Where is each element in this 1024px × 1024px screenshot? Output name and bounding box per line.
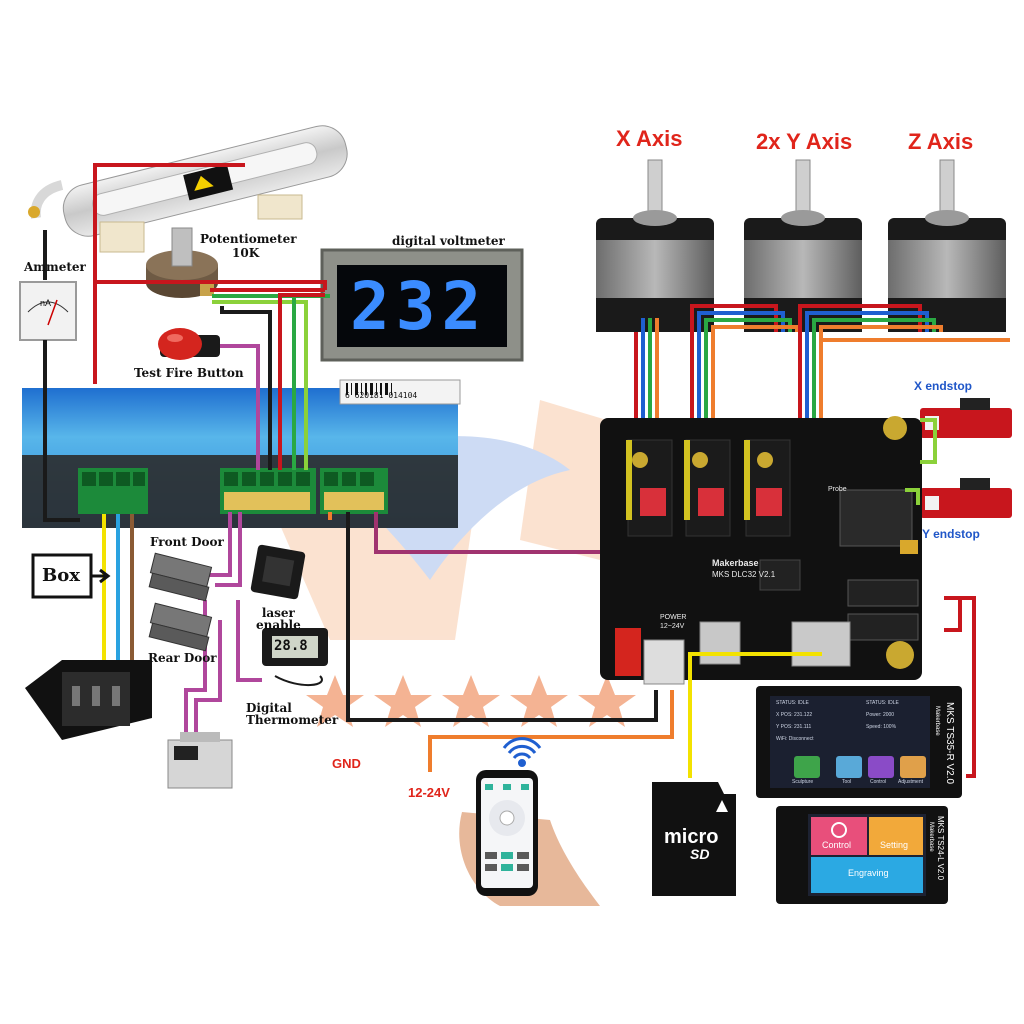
board-power-range: 12~24V: [660, 623, 685, 630]
test-fire-button-label: Test Fire Button: [134, 366, 244, 380]
ts24-button-setting[interactable]: Setting: [880, 840, 909, 850]
ts35-button-control[interactable]: Control: [870, 779, 887, 785]
wires: [43, 163, 1010, 778]
gnd-label: GND: [332, 756, 361, 771]
digital-thermometer-label: Digital Thermometer: [246, 701, 339, 727]
potentiometer-label: Potentiometer: [200, 232, 297, 246]
mks-dlc32-board: [600, 416, 922, 685]
box-frame: [31, 553, 93, 599]
mks-ts24-display: [776, 806, 948, 904]
ts35-speed: Speed: 100%: [866, 724, 897, 730]
digital-voltmeter-label: digital voltmeter: [392, 234, 505, 248]
ts24-button-control[interactable]: Control: [822, 840, 852, 850]
laser-enable-switch: [250, 544, 306, 600]
microsd-label: micro: [664, 826, 719, 848]
psu-terminal-control: [220, 468, 316, 514]
laser-tube: [28, 125, 348, 253]
voltmeter-reading: 232: [350, 268, 488, 345]
front-door-switch: [148, 552, 213, 602]
smartphone: [459, 770, 600, 906]
ts35-status-left: STATUS: IDLE: [776, 700, 809, 706]
ts35-power: Power: 2000: [866, 712, 895, 718]
iec-power-inlet: [25, 660, 152, 740]
ammeter-label: Ammeter: [24, 260, 86, 274]
test-fire-button-image: [158, 328, 220, 360]
microsd-card: [652, 782, 736, 896]
ts35-status-right: STATUS: IDLE: [866, 700, 899, 706]
laser-power-supply: [22, 379, 461, 528]
ts35-button-sculpture[interactable]: Sculpture: [792, 779, 814, 785]
ts35-wifi: WiFi: Disconnect: [776, 736, 814, 742]
board-power-label: POWER: [660, 614, 687, 621]
board-model: MKS DLC32 V2.1: [712, 570, 776, 579]
front-door-label: Front Door: [150, 535, 224, 549]
digital-voltmeter-image: [320, 248, 524, 362]
ts35-brand: Makerbase: [934, 706, 940, 736]
ammeter-unit: nA: [40, 298, 52, 308]
ammeter-image: [19, 281, 77, 341]
psu-terminal-signal: [320, 468, 388, 514]
digital-thermometer: [262, 628, 328, 687]
ts35-button-adjustment[interactable]: Adjustment: [898, 779, 924, 785]
microsd-sub-label: SD: [690, 846, 710, 862]
z-axis-label: Z Axis: [908, 129, 974, 154]
ts35-y-pos: Y POS: 231.111: [776, 724, 812, 730]
rear-door-label: Rear Door: [148, 651, 217, 665]
stepper-motor-y: [744, 159, 862, 332]
ts35-model: MKS TS35-R V2.0: [944, 702, 955, 785]
y-endstop-board: [920, 478, 1012, 518]
y-axis-label: 2x Y Axis: [756, 129, 853, 154]
watermark-stars: [306, 675, 636, 727]
ts35-button-tool[interactable]: Tool: [842, 779, 852, 785]
potentiometer-value: 10K: [232, 246, 260, 260]
water-chiller: [167, 732, 233, 789]
stepper-motor-z: [888, 159, 1006, 332]
thermometer-reading: 28.8: [274, 638, 308, 654]
supply-voltage-label: 12-24V: [408, 785, 450, 800]
barcode-text: 6 620181 014104: [345, 391, 418, 400]
y-endstop-label: Y endstop: [922, 527, 980, 541]
stepper-motor-x: [596, 159, 714, 332]
laser-enable-label: laser enable: [256, 606, 301, 632]
board-probe-label: Probe: [828, 486, 847, 493]
x-endstop-label: X endstop: [914, 379, 973, 393]
mks-ts35-display: [756, 686, 962, 798]
board-brand: Makerbase: [712, 558, 759, 568]
box-label: Box: [42, 565, 80, 586]
ts35-x-pos: X POS: 231.122: [776, 712, 813, 718]
ts24-brand: Makerbase: [928, 822, 934, 852]
wifi-icon: [502, 737, 542, 767]
rear-door-switch: [148, 602, 213, 652]
x-axis-label: X Axis: [616, 126, 683, 151]
psu-terminal-power: [78, 468, 148, 514]
ts24-button-engraving[interactable]: Engraving: [848, 868, 889, 878]
ts24-model: MKS TS24-L V2.0: [936, 816, 945, 881]
